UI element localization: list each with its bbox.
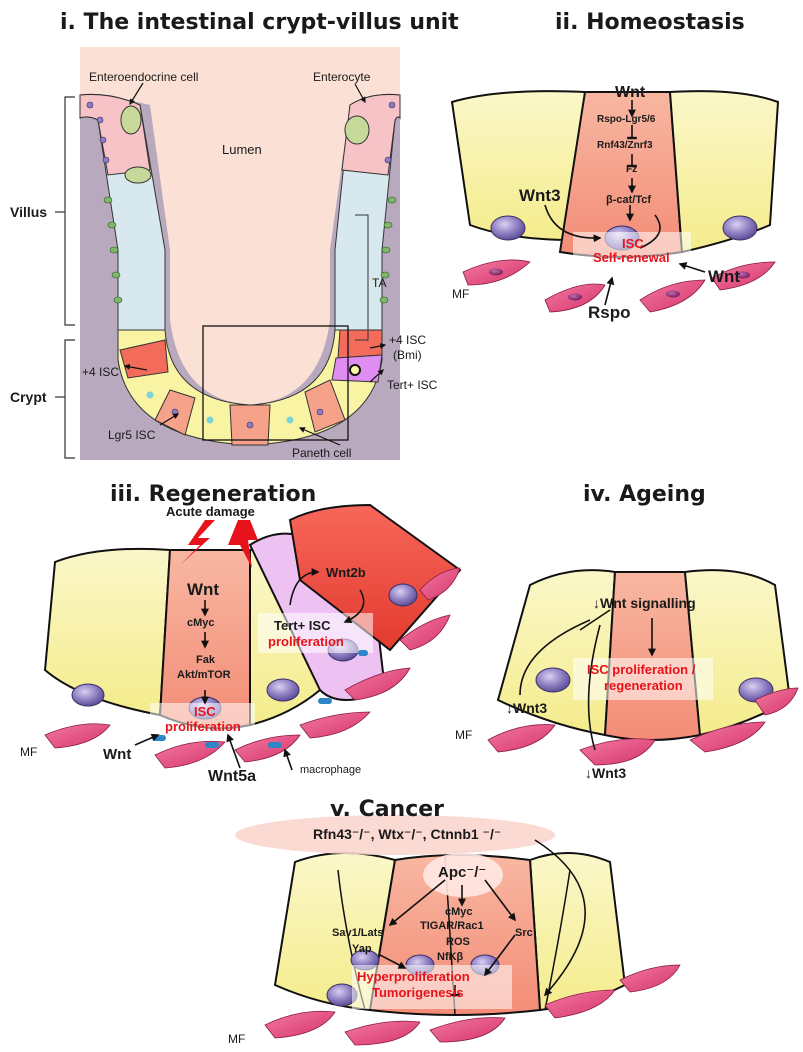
rg-cmyc: cMyc <box>187 617 215 629</box>
ag-wnt-signalling: ↓Wnt signalling <box>593 595 696 611</box>
tert-isc-label: Tert+ ISC <box>387 378 437 392</box>
rg-akt: Akt/mTOR <box>177 669 231 681</box>
ca-src: Src <box>515 927 533 939</box>
ta-label: TA <box>372 276 386 290</box>
lumen-label: Lumen <box>222 142 262 157</box>
hs-rnf43: Rnf43/Znrf3 <box>597 140 653 151</box>
rg-macrophage: macrophage <box>300 764 361 776</box>
panel-i-title: i. The intestinal crypt-villus unit <box>60 10 459 35</box>
hs-isc: ISC <box>622 236 644 251</box>
lgr5-isc-label: Lgr5 ISC <box>108 428 155 442</box>
enterocyte-label: Enterocyte <box>313 70 370 84</box>
hs-self-renewal: Self-renewal <box>593 250 670 265</box>
rg-isc: ISC <box>194 704 216 719</box>
ca-sav1: Sav1/Lats <box>332 927 383 939</box>
hs-wnt-right: Wnt <box>708 267 740 287</box>
hs-fz: Fz <box>626 164 637 175</box>
rg-mf: MF <box>20 745 37 759</box>
ca-hyperproliferation: Hyperproliferation <box>357 969 470 984</box>
rg-tert-isc: Tert+ ISC <box>274 618 330 633</box>
panel-crypt-villus <box>55 47 400 460</box>
rg-isc-proliferation: proliferation <box>165 719 241 734</box>
ag-mf: MF <box>455 728 472 742</box>
ca-mutations: Rfn43⁻/⁻, Wtx⁻/⁻, Ctnnb1 ⁻/⁻ <box>313 826 501 843</box>
hs-mf: MF <box>452 287 469 301</box>
rg-tert-proliferation: proliferation <box>268 634 344 649</box>
ca-tumorigenesis: Tumorigenesis <box>372 985 464 1000</box>
panel-regeneration <box>45 505 460 770</box>
ca-nfkb: NfKβ <box>437 951 463 963</box>
villus-label: Villus <box>10 204 47 220</box>
paneth-cell-label: Paneth cell <box>292 446 351 460</box>
rg-fak: Fak <box>196 654 215 666</box>
hs-rspo: Rspo <box>588 303 631 323</box>
hs-wnt3: Wnt3 <box>519 186 561 206</box>
hs-rspo-lgr: Rspo-Lgr5/6 <box>597 114 655 125</box>
isc4-left-label: +4 ISC <box>82 365 119 379</box>
panel-iv-title: iv. Ageing <box>583 482 706 507</box>
rg-wnt5a: Wnt5a <box>208 768 256 786</box>
ca-tigar: TIGAR/Rac1 <box>420 920 484 932</box>
ca-cmyc: cMyc <box>445 906 473 918</box>
rg-wnt: Wnt <box>187 580 219 600</box>
ag-wnt3-left: ↓Wnt3 <box>506 700 547 716</box>
ag-isc-line2: regeneration <box>604 678 683 693</box>
rg-wnt2b: Wnt2b <box>326 565 366 580</box>
rg-wnt-low: Wnt <box>103 746 131 763</box>
hs-wnt-top: Wnt <box>615 84 645 102</box>
ag-wnt3-bottom: ↓Wnt3 <box>585 765 626 781</box>
isc4-right-label: +4 ISC <box>389 333 426 347</box>
rg-acute-damage: Acute damage <box>166 504 255 519</box>
panel-ii-title: ii. Homeostasis <box>555 10 745 35</box>
crypt-label: Crypt <box>10 389 47 405</box>
ag-isc-line1: ISC proliferation / <box>587 662 695 677</box>
bmi-label: (Bmi) <box>393 348 422 362</box>
ca-apc: Apc⁻/⁻ <box>438 863 486 881</box>
hs-bcat: β-cat/Tcf <box>606 194 651 206</box>
ca-yap: Yap <box>352 943 372 955</box>
ca-ros: ROS <box>446 936 470 948</box>
panel-v-title: v. Cancer <box>330 797 444 822</box>
enteroendocrine-label: Enteroendocrine cell <box>89 70 198 84</box>
ca-mf: MF <box>228 1032 245 1046</box>
